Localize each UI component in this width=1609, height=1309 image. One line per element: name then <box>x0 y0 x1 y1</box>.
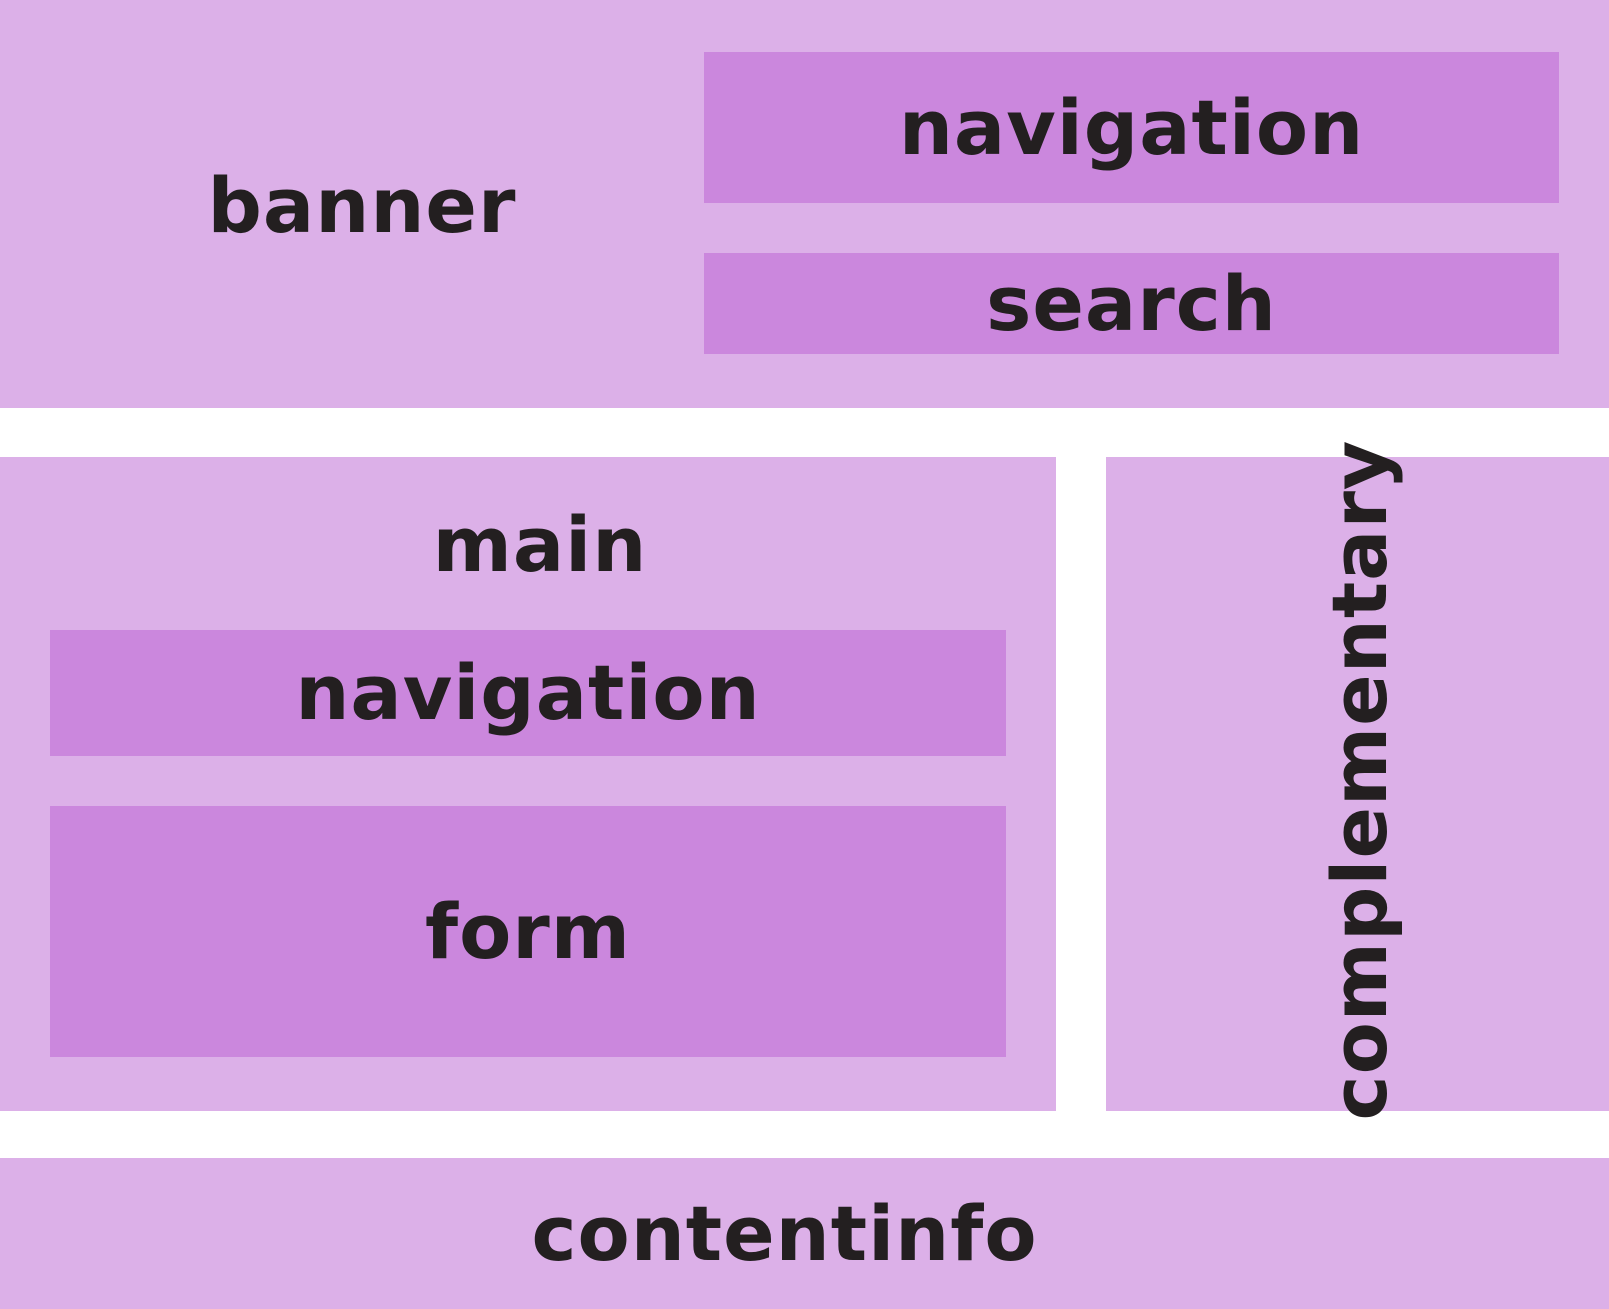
form-label: form <box>425 886 631 976</box>
main-label: main <box>432 500 648 589</box>
contentinfo-label: contentinfo <box>531 1188 1038 1278</box>
main-navigation-region: navigation <box>50 630 1006 756</box>
complementary-label: complementary <box>1315 439 1404 1121</box>
main-navigation-label: navigation <box>295 648 761 737</box>
banner-navigation-label: navigation <box>898 82 1365 172</box>
contentinfo-region: contentinfo <box>0 1158 1609 1309</box>
search-region: search <box>704 253 1559 354</box>
form-region: form <box>50 806 1006 1057</box>
banner-label: banner <box>207 161 517 250</box>
search-label: search <box>986 258 1277 348</box>
complementary-region <box>1106 457 1609 1111</box>
banner-navigation-region: navigation <box>704 52 1559 203</box>
